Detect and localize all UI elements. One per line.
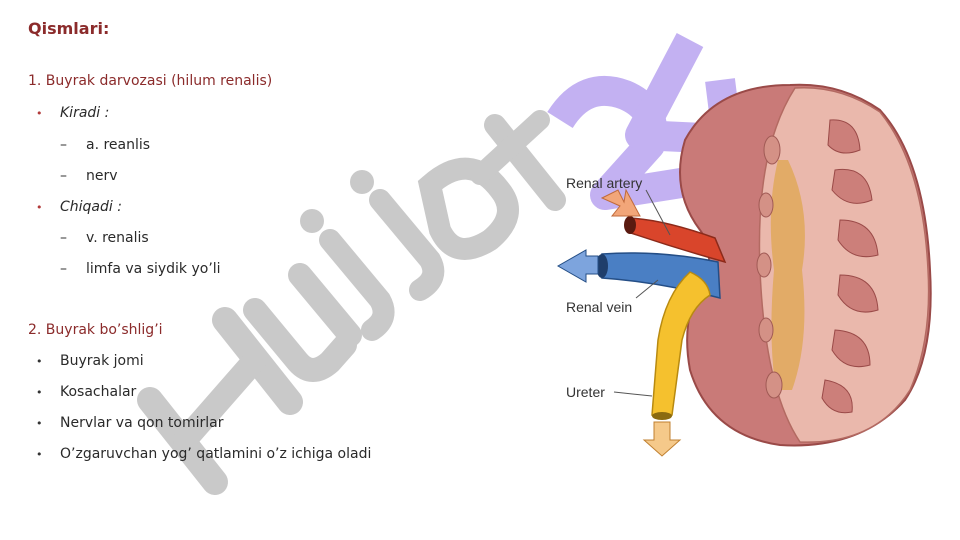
bullet-marker: •: [36, 417, 43, 430]
watermark-gray-letters: [137, 110, 566, 495]
bullet-text: Nervlar va qon tomirlar: [60, 415, 224, 431]
renal-calyces: [756, 135, 783, 399]
dash-marker: –: [60, 168, 67, 184]
slide-heading: Qismlari:: [28, 19, 110, 38]
ureter: [651, 271, 711, 416]
bullet-marker: •: [36, 448, 43, 461]
label-renal-artery: Renal artery: [566, 175, 642, 191]
ureter-leader-line: [613, 391, 653, 397]
bullet-text: O’zgaruvchan yog’ qatlamini o’z ichiga o…: [60, 446, 372, 462]
renal-artery: [627, 217, 727, 264]
section-2-title: 2. Buyrak bo’shlig’i: [28, 322, 163, 338]
vein-lumen: [596, 254, 608, 278]
renal-pyramids: [821, 119, 879, 414]
bullet-text: Kosachalar: [60, 384, 137, 400]
renal-pelvis: [770, 160, 805, 390]
sub-item-text: a. reanlis: [86, 137, 151, 153]
bullet-marker: •: [36, 201, 43, 214]
dash-marker: –: [60, 137, 67, 153]
sub-item-text: limfa va siydik yo’li: [86, 261, 221, 277]
bullet-text: Chiqadi :: [60, 199, 122, 215]
dash-marker: –: [60, 261, 67, 277]
label-renal-vein: Renal vein: [566, 299, 632, 315]
kidney-diagram: Renal artery Renal vein Ureter: [556, 83, 932, 457]
vein-leader-line: [635, 279, 659, 299]
artery-lumen: [624, 216, 636, 234]
label-ureter: Ureter: [566, 384, 605, 400]
bullet-text: Kiradi :: [60, 105, 110, 121]
artery-leader-line: [645, 189, 671, 236]
sub-item-text: nerv: [86, 168, 118, 184]
bullet-marker: •: [36, 355, 43, 368]
artery-in-arrow: [600, 188, 641, 217]
ureter-down-arrow: [642, 421, 682, 457]
dash-marker: –: [60, 230, 67, 246]
section-1-title: 1. Buyrak darvozasi (hilum renalis): [28, 73, 273, 89]
sub-item-text: v. renalis: [86, 230, 149, 246]
bullet-text: Buyrak jomi: [60, 353, 144, 369]
bullet-marker: •: [36, 107, 43, 120]
ureter-lumen: [652, 412, 672, 420]
bullet-marker: •: [36, 386, 43, 399]
vein-out-arrow: [556, 249, 599, 283]
